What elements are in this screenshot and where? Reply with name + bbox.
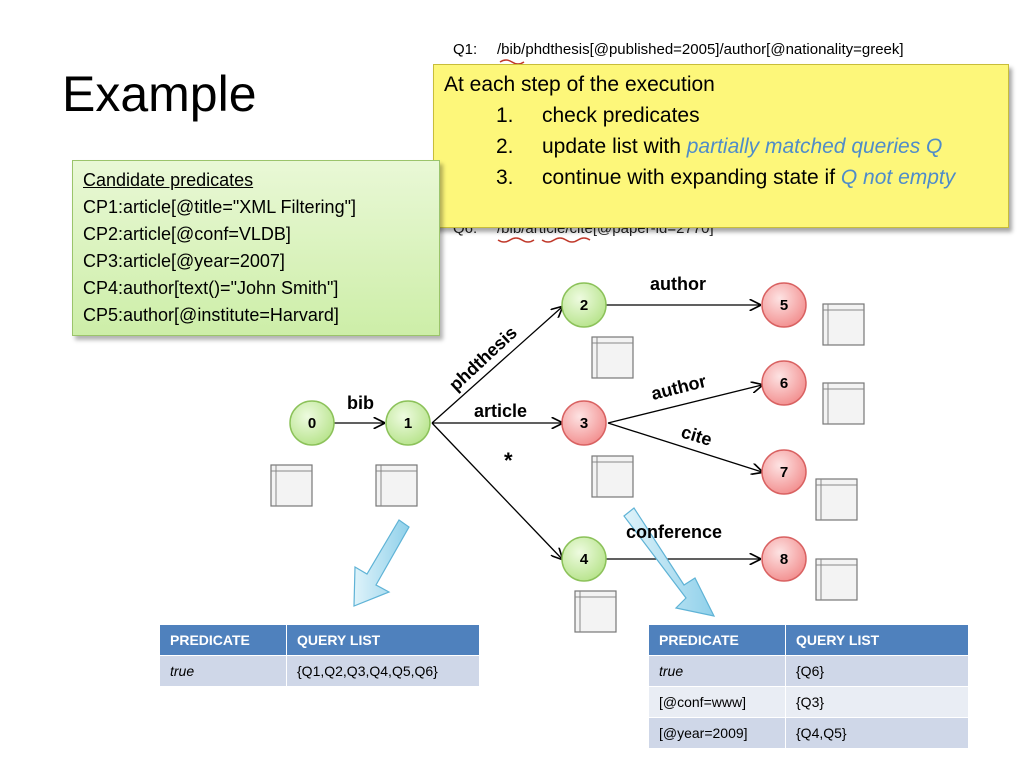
step-text: update list with [542, 135, 687, 158]
predicate-cell: [@conf=www] [648, 686, 786, 718]
callout-step: 3. continue with expanding state if Q not… [444, 162, 998, 193]
node-label: 1 [404, 415, 412, 432]
callout-step: 2. update list with partially matched que… [444, 131, 998, 162]
state-box [822, 303, 865, 346]
edge-label-phdthesis: phdthesis [445, 322, 521, 395]
state-box [270, 464, 313, 507]
query-list-cell: {Q4,Q5} [785, 717, 969, 749]
candidate-item: CP2:article[@conf=VLDB] [83, 224, 291, 244]
node-2: 2 [561, 282, 607, 328]
node-label: 2 [580, 297, 588, 314]
predicate-cell: true [159, 655, 287, 687]
node-1: 1 [385, 400, 431, 446]
column-header: PREDICATE [648, 624, 786, 656]
node-label: 6 [780, 375, 788, 392]
state-box [815, 558, 858, 601]
query-q1: Q1: /bib/phdthesis[@published=2005]/autho… [453, 41, 904, 58]
state-box [822, 382, 865, 425]
node-label: 4 [580, 551, 589, 568]
candidate-item: CP5:author[@institute=Harvard] [83, 305, 339, 325]
state-box [574, 590, 617, 633]
column-header: PREDICATE [159, 624, 287, 656]
query-list-cell: {Q1,Q2,Q3,Q4,Q5,Q6} [286, 655, 480, 687]
step-number: 2. [496, 135, 514, 158]
state-box [375, 464, 418, 507]
callout-step: 1. check predicates [444, 100, 998, 131]
query-list-cell: {Q6} [785, 655, 969, 687]
node-label: 7 [780, 464, 788, 481]
predicate-cell: [@year=2009] [648, 717, 786, 749]
callout-heading: At each step of the execution [444, 73, 715, 96]
column-header: QUERY LIST [286, 624, 480, 656]
query-list-cell: {Q3} [785, 686, 969, 718]
table-row: true {Q1,Q2,Q3,Q4,Q5,Q6} [159, 655, 480, 687]
node-8: 8 [761, 536, 807, 582]
state-box [815, 478, 858, 521]
step-accent: partially matched queries Q [686, 135, 943, 158]
edge-label-author-2-5: author [650, 274, 706, 294]
state-boxes [270, 303, 865, 633]
edge-label-cite: cite [679, 422, 715, 450]
edge-label-article: article [474, 401, 527, 421]
edge-3-7 [607, 422, 762, 472]
step-text: continue with expanding state if [542, 166, 841, 189]
table-row: [@year=2009] {Q4,Q5} [648, 717, 969, 749]
node-label: 0 [308, 415, 316, 432]
step-number: 3. [496, 166, 514, 189]
candidate-predicates-box: Candidate predicates CP1:article[@title=… [72, 160, 440, 336]
execution-callout: At each step of the execution 1. check pr… [433, 64, 1009, 228]
pointer-arrow-right [623, 507, 716, 617]
node-5: 5 [761, 282, 807, 328]
node-label: 5 [780, 297, 788, 314]
node-label: 8 [780, 551, 788, 568]
step-text: check predicates [542, 104, 700, 127]
node-label: 3 [580, 415, 588, 432]
edge-1-2 [431, 307, 562, 424]
column-header: QUERY LIST [785, 624, 969, 656]
edge-label-bib: bib [347, 393, 374, 413]
candidate-item: CP4:author[text()="John Smith"] [83, 278, 339, 298]
edge-label-conference: conference [626, 522, 722, 542]
candidate-item: CP1:article[@title="XML Filtering"] [83, 197, 356, 217]
slide-title: Example [62, 66, 257, 122]
node-4: 4 [561, 536, 607, 582]
predicate-cell: true [648, 655, 786, 687]
table-row: true {Q6} [648, 655, 969, 687]
edge-1-4 [431, 422, 562, 559]
state-box [591, 455, 634, 498]
graph-nodes: 0 1 2 3 4 5 6 7 8 [289, 282, 807, 582]
state-box [591, 336, 634, 379]
node-0: 0 [289, 400, 335, 446]
predicate-table-left: PREDICATE QUERY LIST true {Q1,Q2,Q3,Q4,Q… [159, 624, 480, 687]
predicate-table-right: PREDICATE QUERY LIST true {Q6} [@conf=ww… [648, 624, 969, 749]
candidate-item: CP3:article[@year=2007] [83, 251, 285, 271]
edge-label-star: * [504, 448, 513, 473]
callout-steps: 1. check predicates 2. update list with pa… [444, 100, 998, 193]
table-row: [@conf=www] {Q3} [648, 686, 969, 718]
node-7: 7 [761, 449, 807, 495]
step-number: 1. [496, 104, 514, 127]
query-q1-label: Q1: [453, 41, 478, 58]
candidates-header: Candidate predicates [83, 170, 254, 190]
step-accent: Q not empty [840, 166, 956, 189]
pointer-arrow-left [353, 519, 410, 607]
edge-3-6 [607, 385, 762, 424]
node-6: 6 [761, 360, 807, 406]
query-q1-path: /bib/phdthesis[@published=2005]/author[@… [497, 41, 904, 58]
edge-label-author-3-6: author [649, 371, 708, 404]
node-3: 3 [561, 400, 607, 446]
graph-edges [334, 305, 762, 559]
